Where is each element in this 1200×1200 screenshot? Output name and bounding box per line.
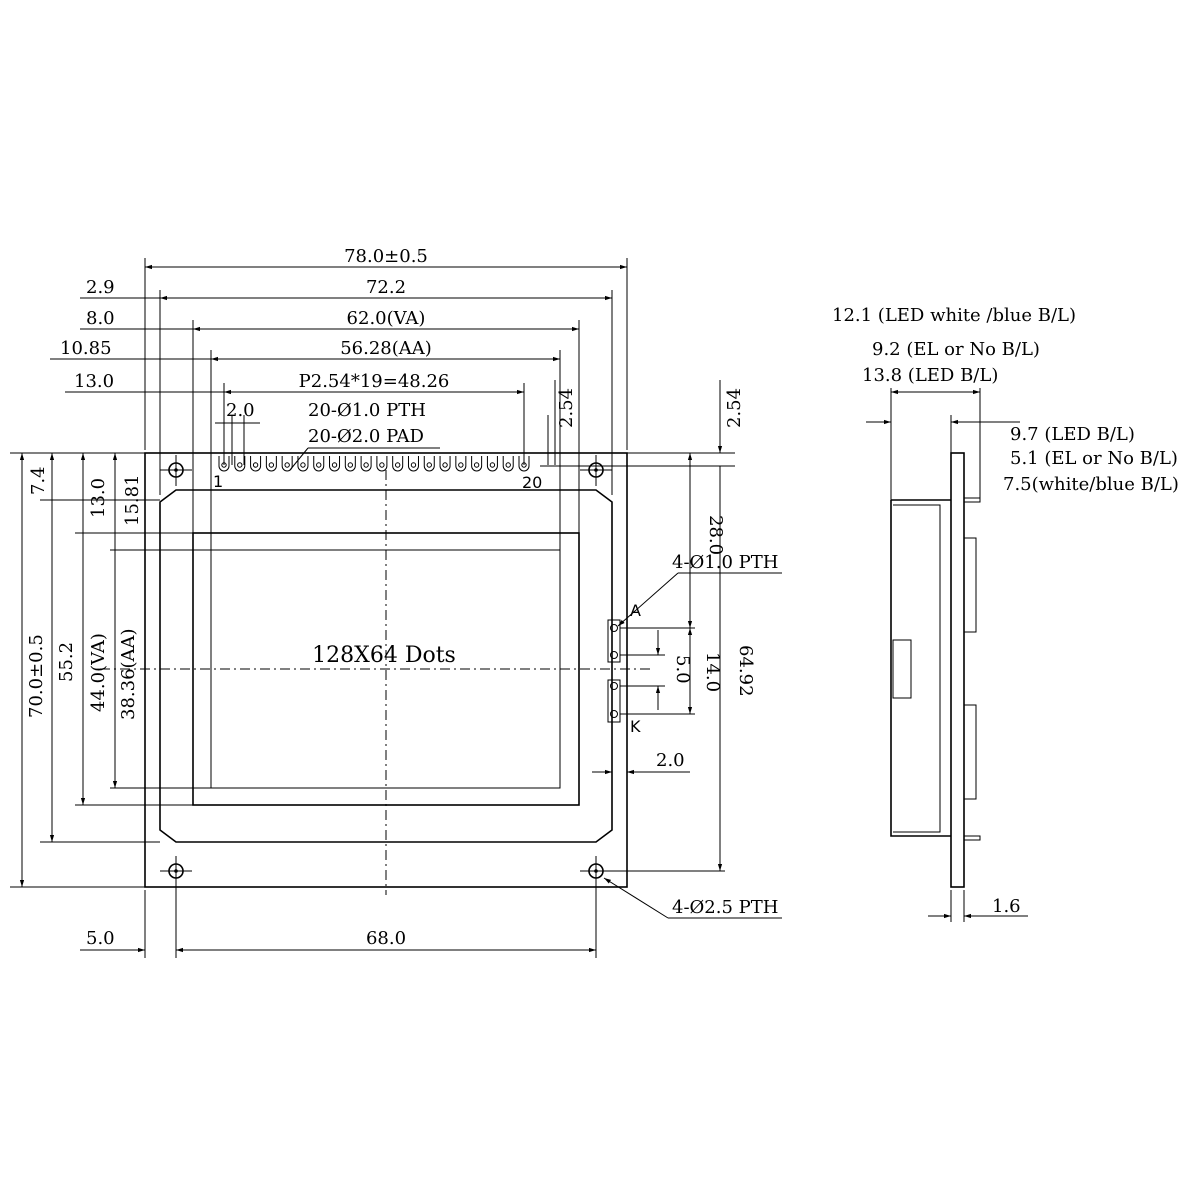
anode-label: A xyxy=(630,601,641,620)
bottom-dimensions xyxy=(80,880,597,958)
note-mount-pth: 4-Ø2.5 PTH xyxy=(672,897,778,918)
side-dim-led-bl: 13.8 (LED B/L) xyxy=(862,365,998,386)
pin-hole xyxy=(284,462,290,468)
front-view: 78.0±0.5 72.2 62.0(VA) 56.28(AA) P2.54*1… xyxy=(10,246,782,958)
pin-pad xyxy=(392,456,404,472)
pin-hole xyxy=(237,462,243,468)
dim-pin-2-54: 2.54 xyxy=(556,388,577,428)
top-dimensions xyxy=(50,258,628,550)
dim-10-85: 10.85 xyxy=(60,338,112,359)
dim-h-2-0: 2.0 xyxy=(656,750,685,771)
dim-top-2-54: 2.54 xyxy=(724,388,745,428)
pin-pad xyxy=(265,456,277,472)
side-backlight-tab xyxy=(892,639,912,699)
pin-pad xyxy=(329,456,341,472)
note-pad: 20-Ø2.0 PAD xyxy=(308,426,424,447)
cathode-label: K xyxy=(630,717,641,736)
dim-70-0: 70.0±0.5 xyxy=(26,634,47,718)
side-dim-led-bl-2: 9.7 (LED B/L) xyxy=(1010,424,1135,445)
side-chip-1 xyxy=(963,537,977,633)
dim-15-81: 15.81 xyxy=(122,474,143,526)
dim-5-0: 5.0 xyxy=(672,655,693,684)
side-dim-pcb-thickness: 1.6 xyxy=(992,896,1021,917)
dim-14-0: 14.0 xyxy=(702,652,723,692)
pin-hole xyxy=(252,462,259,468)
side-chip-2 xyxy=(963,704,977,800)
side-pcb xyxy=(950,452,965,888)
side-dim-white-blue-2: 7.5(white/blue B/L) xyxy=(1003,474,1179,495)
bezel-outline xyxy=(159,489,613,843)
pin-pad xyxy=(218,456,230,472)
dim-pin-pitch: P2.54*19=48.26 xyxy=(299,371,450,392)
pin-hole xyxy=(473,462,480,468)
pin-pad xyxy=(423,456,435,472)
pin-hole xyxy=(426,462,432,468)
pin-hole xyxy=(394,462,401,468)
pin-pad xyxy=(455,456,467,472)
side-connector-bottom xyxy=(963,835,981,841)
side-dim-led-white-blue: 12.1 (LED white /blue B/L) xyxy=(832,305,1076,326)
dim-aa-width: 56.28(AA) xyxy=(340,338,432,359)
pin-pad xyxy=(234,456,246,472)
pin-pad xyxy=(486,456,498,472)
pin-hole xyxy=(347,462,354,468)
dim-8-0: 8.0 xyxy=(86,308,115,329)
pin-hole xyxy=(505,462,511,468)
pin-pad xyxy=(344,456,356,472)
display-resolution-label: 128X64 Dots xyxy=(312,643,456,668)
side-view: 12.1 (LED white /blue B/L) 9.2 (EL or No… xyxy=(832,305,1179,922)
dim-va-width: 62.0(VA) xyxy=(347,308,426,329)
pin-pad xyxy=(360,456,372,472)
pcb-outline xyxy=(144,452,628,888)
pin-hole xyxy=(363,462,369,468)
note-pth: 20-Ø1.0 PTH xyxy=(308,400,426,421)
dim-72-2: 72.2 xyxy=(366,277,406,298)
dim-2-9: 2.9 xyxy=(86,277,115,298)
pin-pad xyxy=(518,456,530,472)
dim-55-2: 55.2 xyxy=(56,642,77,682)
pin-hole xyxy=(410,462,417,468)
pin-pad xyxy=(407,456,419,472)
pin-hole xyxy=(268,462,275,468)
pin-pads xyxy=(218,456,530,472)
dim-13-0-v: 13.0 xyxy=(88,478,109,518)
pin-pad xyxy=(281,456,293,472)
pin-hole xyxy=(489,462,496,468)
pin-pad xyxy=(250,456,262,472)
side-dim-el-nobl-2: 5.1 (EL or No B/L) xyxy=(1010,448,1178,469)
right-dimensions xyxy=(540,380,782,919)
pin-pad xyxy=(297,456,309,472)
side-connector-top xyxy=(963,497,981,503)
pin-pad xyxy=(376,456,388,472)
pin-hole xyxy=(458,462,464,468)
dim-44-0-va: 44.0(VA) xyxy=(88,633,109,712)
dim-38-36-aa: 38.36(AA) xyxy=(118,628,139,720)
pin-pad xyxy=(502,456,514,472)
dim-7-4: 7.4 xyxy=(28,466,49,495)
dim-bottom-68-0: 68.0 xyxy=(366,928,406,949)
pin-hole xyxy=(379,462,385,468)
dim-bottom-5-0: 5.0 xyxy=(86,928,115,949)
side-lcd-glass xyxy=(893,504,941,833)
pin-hole xyxy=(331,462,338,468)
pin-pad xyxy=(313,456,325,472)
dim-pin-2-0: 2.0 xyxy=(226,400,255,421)
left-dimensions xyxy=(10,452,211,888)
dim-total-width: 78.0±0.5 xyxy=(344,246,428,267)
dim-13-0: 13.0 xyxy=(74,371,114,392)
dim-28-0: 28.0 xyxy=(705,515,726,555)
pin-hole xyxy=(442,462,448,468)
pin-1-label: 1 xyxy=(213,472,223,491)
side-dim-el-nobl: 9.2 (EL or No B/L) xyxy=(872,339,1040,360)
note-led-pth: 4-Ø1.0 PTH xyxy=(672,552,778,573)
pin-hole xyxy=(316,462,322,468)
pin-hole xyxy=(300,462,306,468)
pin-pad xyxy=(439,456,451,472)
pin-20-label: 20 xyxy=(522,473,542,492)
dim-64-92: 64.92 xyxy=(735,645,756,697)
side-lcd-body xyxy=(890,499,951,837)
pin-pad xyxy=(471,456,483,472)
led-pads xyxy=(607,619,621,723)
